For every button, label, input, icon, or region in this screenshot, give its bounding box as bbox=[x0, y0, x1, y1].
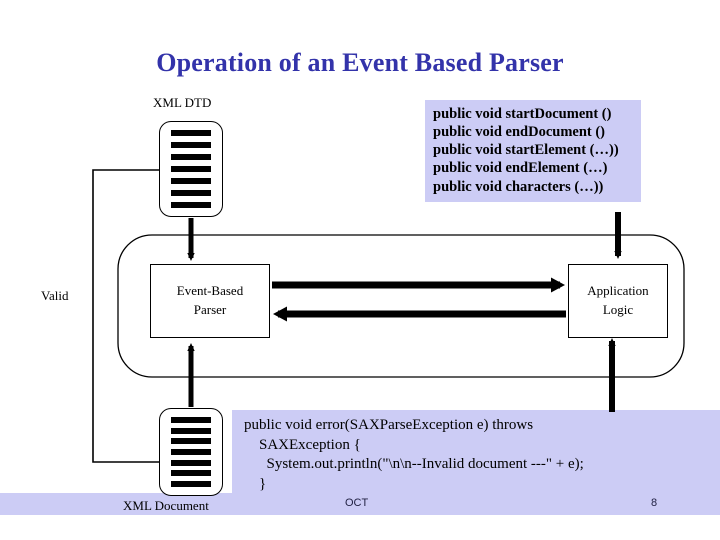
footer-date: OCT bbox=[345, 497, 369, 509]
doc-line bbox=[171, 202, 211, 208]
xml-dtd-label: XML DTD bbox=[153, 95, 212, 110]
doc-line bbox=[171, 448, 211, 455]
code-line: public void characters (…)) bbox=[433, 178, 604, 195]
code-line: SAXException { bbox=[244, 436, 361, 453]
application-logic-box[interactable]: Application Logic bbox=[568, 264, 668, 338]
left-bracket-connector bbox=[92, 169, 160, 463]
page-title: Operation of an Event Based Parser bbox=[156, 48, 564, 77]
xml-document-label: XML Document bbox=[123, 498, 209, 513]
doc-line bbox=[171, 438, 211, 445]
doc-line bbox=[171, 480, 211, 487]
code-line: System.out.println("\n\n--Invalid docume… bbox=[244, 456, 584, 472]
doc-line bbox=[171, 166, 211, 172]
doc-line bbox=[171, 178, 211, 184]
footer-page-number: 8 bbox=[651, 497, 658, 509]
parser-label-line1: Event-Based bbox=[176, 283, 244, 299]
error-handler-code-block: public void error(SAXParseException e) t… bbox=[232, 410, 720, 496]
code-line: } bbox=[244, 475, 267, 492]
code-line: public void error(SAXParseException e) t… bbox=[244, 417, 534, 433]
parser-label-line2: Parser bbox=[193, 302, 227, 317]
app-label-line1: Application bbox=[587, 283, 649, 299]
valid-label: Valid bbox=[41, 288, 69, 303]
code-line: public void endElement (…) bbox=[433, 160, 608, 177]
band-outline bbox=[117, 234, 685, 378]
doc-line bbox=[171, 142, 211, 148]
xml-document-icon bbox=[159, 408, 223, 496]
app-box-text: Application Logic bbox=[587, 282, 648, 320]
doc-line bbox=[171, 459, 211, 466]
code-line: public void endDocument () bbox=[433, 124, 606, 141]
doc-line bbox=[171, 417, 211, 423]
doc-line bbox=[171, 427, 211, 434]
parser-box-text: Event-Based Parser bbox=[177, 282, 243, 320]
doc-line bbox=[171, 190, 211, 196]
event-based-parser-box[interactable]: Event-Based Parser bbox=[150, 264, 270, 338]
doc-line bbox=[171, 130, 211, 136]
code-line: public void startDocument () bbox=[433, 106, 612, 122]
xml-dtd-document-icon bbox=[159, 121, 223, 217]
footer-strip bbox=[0, 493, 720, 515]
code-line: public void startElement (…)) bbox=[433, 142, 619, 159]
doc-line bbox=[171, 470, 211, 477]
sax-handler-methods-code-block: public void startDocument () public void… bbox=[425, 100, 641, 202]
app-label-line2: Logic bbox=[602, 302, 634, 317]
doc-line bbox=[171, 154, 211, 160]
